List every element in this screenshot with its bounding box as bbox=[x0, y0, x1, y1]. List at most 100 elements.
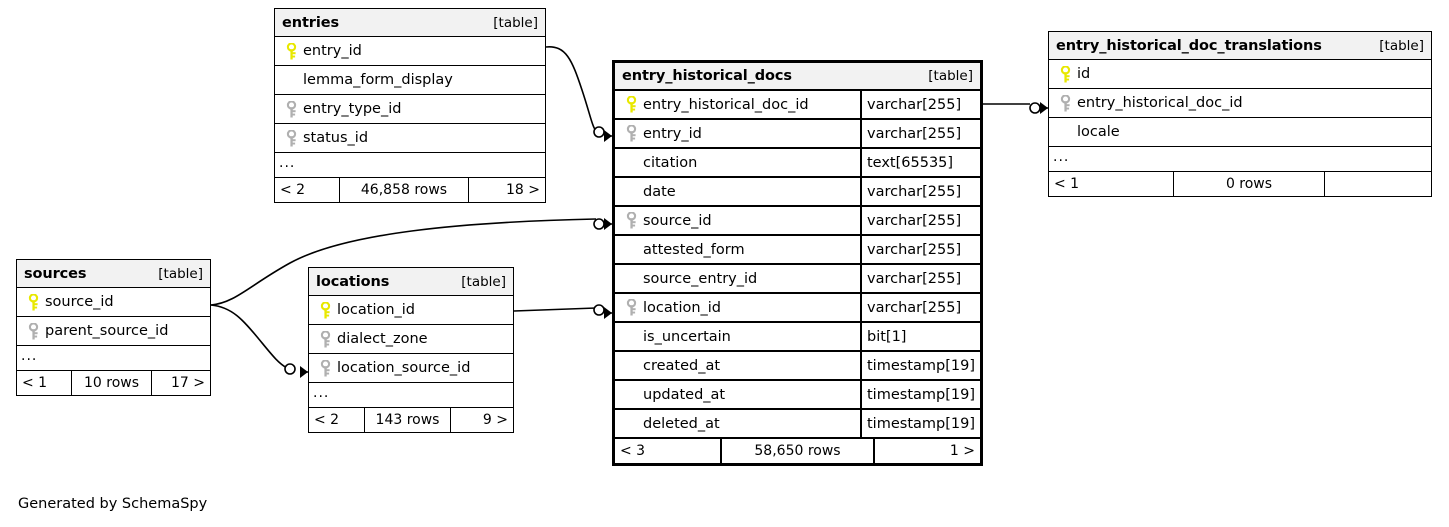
table-type-tag: [table] bbox=[493, 14, 538, 31]
prev-relations-count[interactable]: < 2 bbox=[314, 412, 340, 428]
next-relations-count[interactable]: 1 > bbox=[949, 443, 975, 459]
crowsfoot-marker bbox=[300, 366, 308, 378]
column-type-cell: bit[1] bbox=[860, 323, 980, 350]
column-name: is_uncertain bbox=[643, 328, 731, 345]
table-column-row[interactable]: location_id bbox=[309, 296, 513, 325]
crowsfoot-marker bbox=[604, 130, 612, 142]
table-column-row[interactable]: locale bbox=[1049, 118, 1431, 147]
table-column-row[interactable]: entry_type_id bbox=[275, 95, 545, 124]
column-name: entry_id bbox=[303, 43, 362, 59]
column-type: varchar[255] bbox=[867, 241, 962, 258]
column-type: timestamp[19] bbox=[867, 357, 975, 374]
table-column-row[interactable]: lemma_form_display bbox=[275, 66, 545, 95]
next-relations-count[interactable]: 9 > bbox=[482, 412, 508, 428]
table-column-row[interactable]: dialect_zone bbox=[309, 325, 513, 354]
column-type: varchar[255] bbox=[867, 299, 962, 316]
ellipsis-label: ... bbox=[21, 348, 38, 364]
optional-marker bbox=[593, 126, 605, 138]
table-column-row[interactable]: location_id varchar[255] bbox=[615, 294, 980, 323]
column-type-cell: varchar[255] bbox=[860, 265, 980, 292]
row-count: 58,650 rows bbox=[720, 439, 875, 463]
column-name-cell: source_entry_id bbox=[615, 265, 860, 292]
prev-relations-count[interactable]: < 1 bbox=[1054, 176, 1080, 192]
table-column-row[interactable]: entry_id bbox=[275, 37, 545, 66]
next-relations-count[interactable]: 18 > bbox=[506, 182, 540, 198]
table-type-tag: [table] bbox=[158, 265, 203, 282]
column-name: location_id bbox=[337, 302, 416, 318]
table-node-entry_historical_doc_translations[interactable]: entry_historical_doc_translations[table]… bbox=[1048, 31, 1432, 197]
foreign-key-icon bbox=[621, 299, 641, 316]
column-type-cell: varchar[255] bbox=[860, 91, 980, 118]
table-footer-entry_historical_docs: < 3 58,650 rows 1 > bbox=[615, 439, 980, 463]
foreign-key-icon bbox=[1055, 94, 1075, 112]
next-relations-count[interactable] bbox=[1325, 172, 1431, 196]
table-node-sources[interactable]: sources[table] source_id parent_source_id.… bbox=[16, 259, 211, 396]
row-count: 46,858 rows bbox=[339, 178, 469, 202]
column-name: updated_at bbox=[643, 386, 726, 403]
foreign-key-icon bbox=[315, 359, 335, 377]
column-name-cell: parent_source_id bbox=[17, 317, 210, 345]
table-column-row[interactable]: is_uncertain bit[1] bbox=[615, 323, 980, 352]
table-column-row[interactable]: entry_historical_doc_id bbox=[1049, 89, 1431, 118]
column-name-cell: source_id bbox=[17, 288, 210, 316]
column-name-cell: updated_at bbox=[615, 381, 860, 408]
table-column-row[interactable]: id bbox=[1049, 60, 1431, 89]
crowsfoot-marker bbox=[1040, 102, 1048, 114]
more-columns-row[interactable]: ... bbox=[1049, 147, 1431, 172]
prev-relations-count[interactable]: < 3 bbox=[620, 443, 646, 459]
row-count: 143 rows bbox=[364, 408, 451, 432]
table-name: locations bbox=[316, 273, 390, 290]
table-header-entries[interactable]: entries[table] bbox=[275, 9, 545, 37]
more-columns-row[interactable]: ... bbox=[309, 383, 513, 408]
table-header-locations[interactable]: locations [table] bbox=[309, 268, 513, 296]
table-footer-sources: < 1 10 rows 17 > bbox=[17, 371, 210, 395]
column-name: source_id bbox=[45, 294, 114, 310]
column-name: source_id bbox=[643, 212, 712, 229]
column-name: locale bbox=[1077, 124, 1120, 140]
table-column-row[interactable]: parent_source_id bbox=[17, 317, 210, 346]
generated-by-note: Generated by SchemaSpy bbox=[18, 496, 208, 512]
table-type-tag: [table] bbox=[461, 273, 506, 290]
more-columns-row[interactable]: ... bbox=[275, 153, 545, 178]
column-name: date bbox=[643, 183, 676, 200]
table-column-row[interactable]: status_id bbox=[275, 124, 545, 153]
prev-relations-count[interactable]: < 2 bbox=[280, 182, 306, 198]
ellipsis-label: ... bbox=[279, 155, 296, 171]
table-node-entry_historical_docs[interactable]: entry_historical_docs[table]entry_histor… bbox=[612, 60, 983, 466]
edge-entries-to-entry-historical-docs bbox=[545, 46, 597, 132]
column-name-cell: lemma_form_display bbox=[275, 66, 545, 94]
row-count: 10 rows bbox=[71, 371, 152, 395]
table-header-sources[interactable]: sources[table] bbox=[17, 260, 210, 288]
column-name: dialect_zone bbox=[337, 331, 428, 347]
table-node-entries[interactable]: entries[table] entry_id lemma_form_display… bbox=[274, 8, 546, 203]
column-name: location_id bbox=[643, 299, 722, 316]
ellipsis-label: ... bbox=[1053, 149, 1070, 165]
column-type-cell: timestamp[19] bbox=[860, 352, 980, 379]
ellipsis-label: ... bbox=[313, 385, 330, 401]
table-header-entry_historical_docs[interactable]: entry_historical_docs[table] bbox=[615, 63, 980, 91]
column-type-cell: timestamp[19] bbox=[860, 410, 980, 437]
column-name: id bbox=[1077, 66, 1091, 82]
more-columns-row[interactable]: ... bbox=[17, 346, 210, 371]
table-column-row[interactable]: source_id bbox=[17, 288, 210, 317]
prev-relations-count[interactable]: < 1 bbox=[22, 375, 48, 391]
more-columns-cell: ... bbox=[275, 155, 545, 175]
column-name: parent_source_id bbox=[45, 323, 169, 339]
column-type-cell: text[65535] bbox=[860, 149, 980, 176]
table-header-entry_historical_doc_translations[interactable]: entry_historical_doc_translations[table] bbox=[1049, 32, 1431, 60]
optional-marker bbox=[593, 218, 605, 230]
table-column-row[interactable]: location_source_id bbox=[309, 354, 513, 383]
next-relations-count[interactable]: 17 > bbox=[171, 375, 205, 391]
